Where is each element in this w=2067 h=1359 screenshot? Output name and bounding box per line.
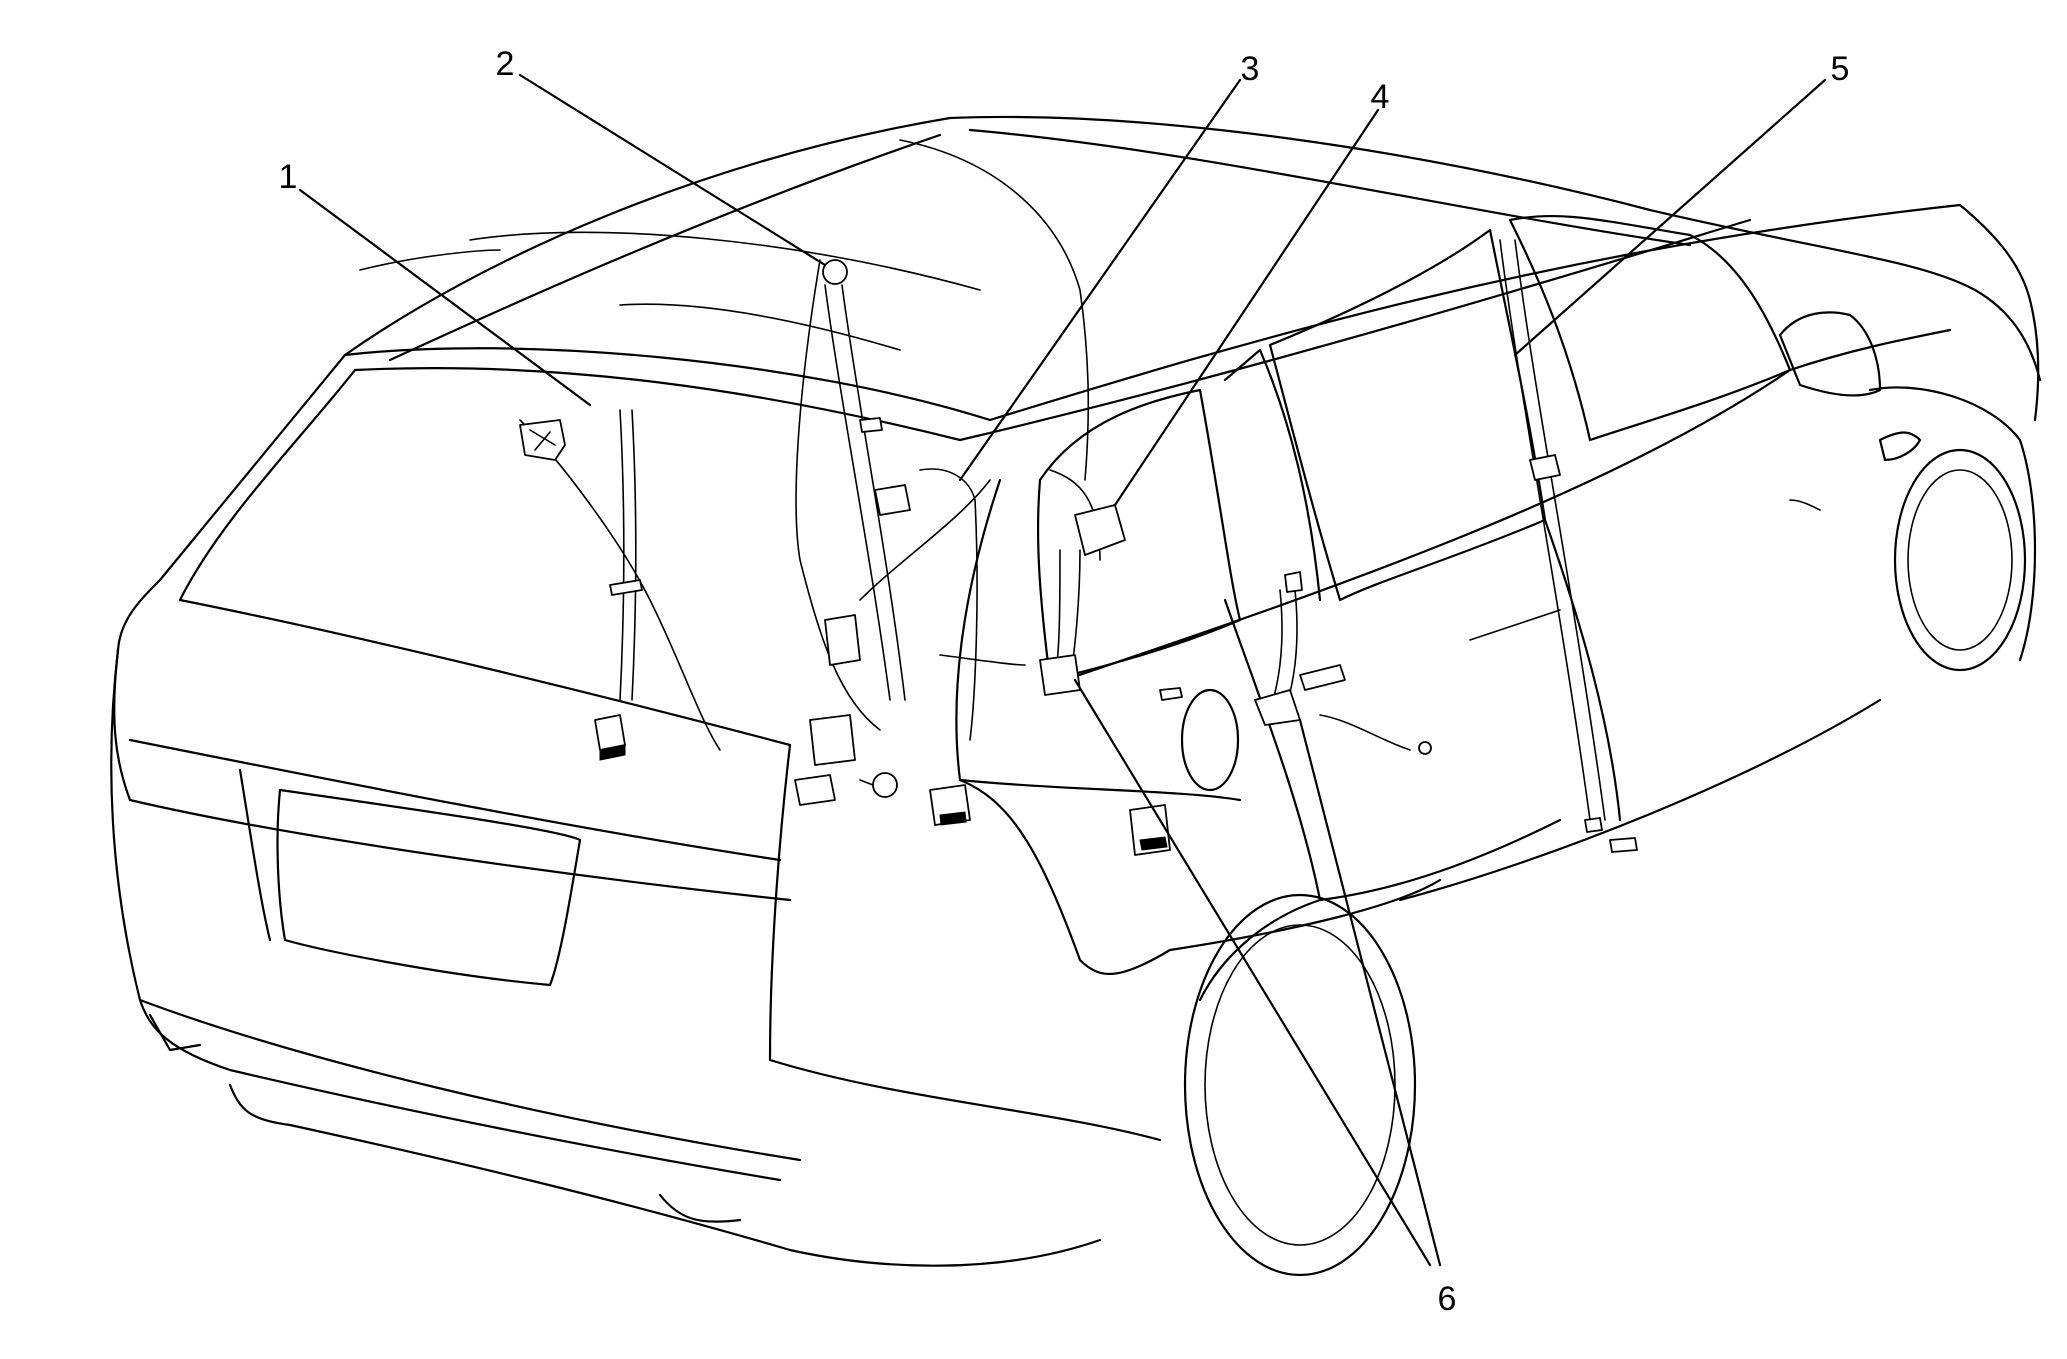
seat-belt-components (519, 239, 1638, 856)
front-b-pillar-belt (1499, 239, 1638, 853)
callout-2: 2 (496, 45, 515, 83)
front-seat-buckle (1254, 571, 1432, 755)
leader-6a (1073, 678, 1432, 1267)
rear-center-belt-guide (794, 259, 911, 806)
callout-labels: 1 2 3 4 5 6 (279, 45, 1850, 1318)
leader-4 (1113, 108, 1380, 507)
leader-3 (958, 78, 1242, 482)
leader-5 (1513, 78, 1827, 357)
callout-3: 3 (1241, 50, 1260, 88)
callout-5: 5 (1831, 50, 1850, 88)
front-belt-retractor (939, 504, 1183, 856)
leader-2 (518, 73, 827, 267)
callout-1: 1 (279, 158, 298, 196)
leader-6b (1298, 718, 1442, 1267)
rear-right-retractor (919, 468, 978, 826)
vehicle-body (110, 115, 2042, 1277)
leader-lines (298, 73, 1827, 1267)
callout-4: 4 (1371, 78, 1390, 116)
callout-6: 6 (1438, 1280, 1457, 1318)
rear-left-retractor (519, 409, 643, 761)
leader-1 (298, 188, 592, 407)
